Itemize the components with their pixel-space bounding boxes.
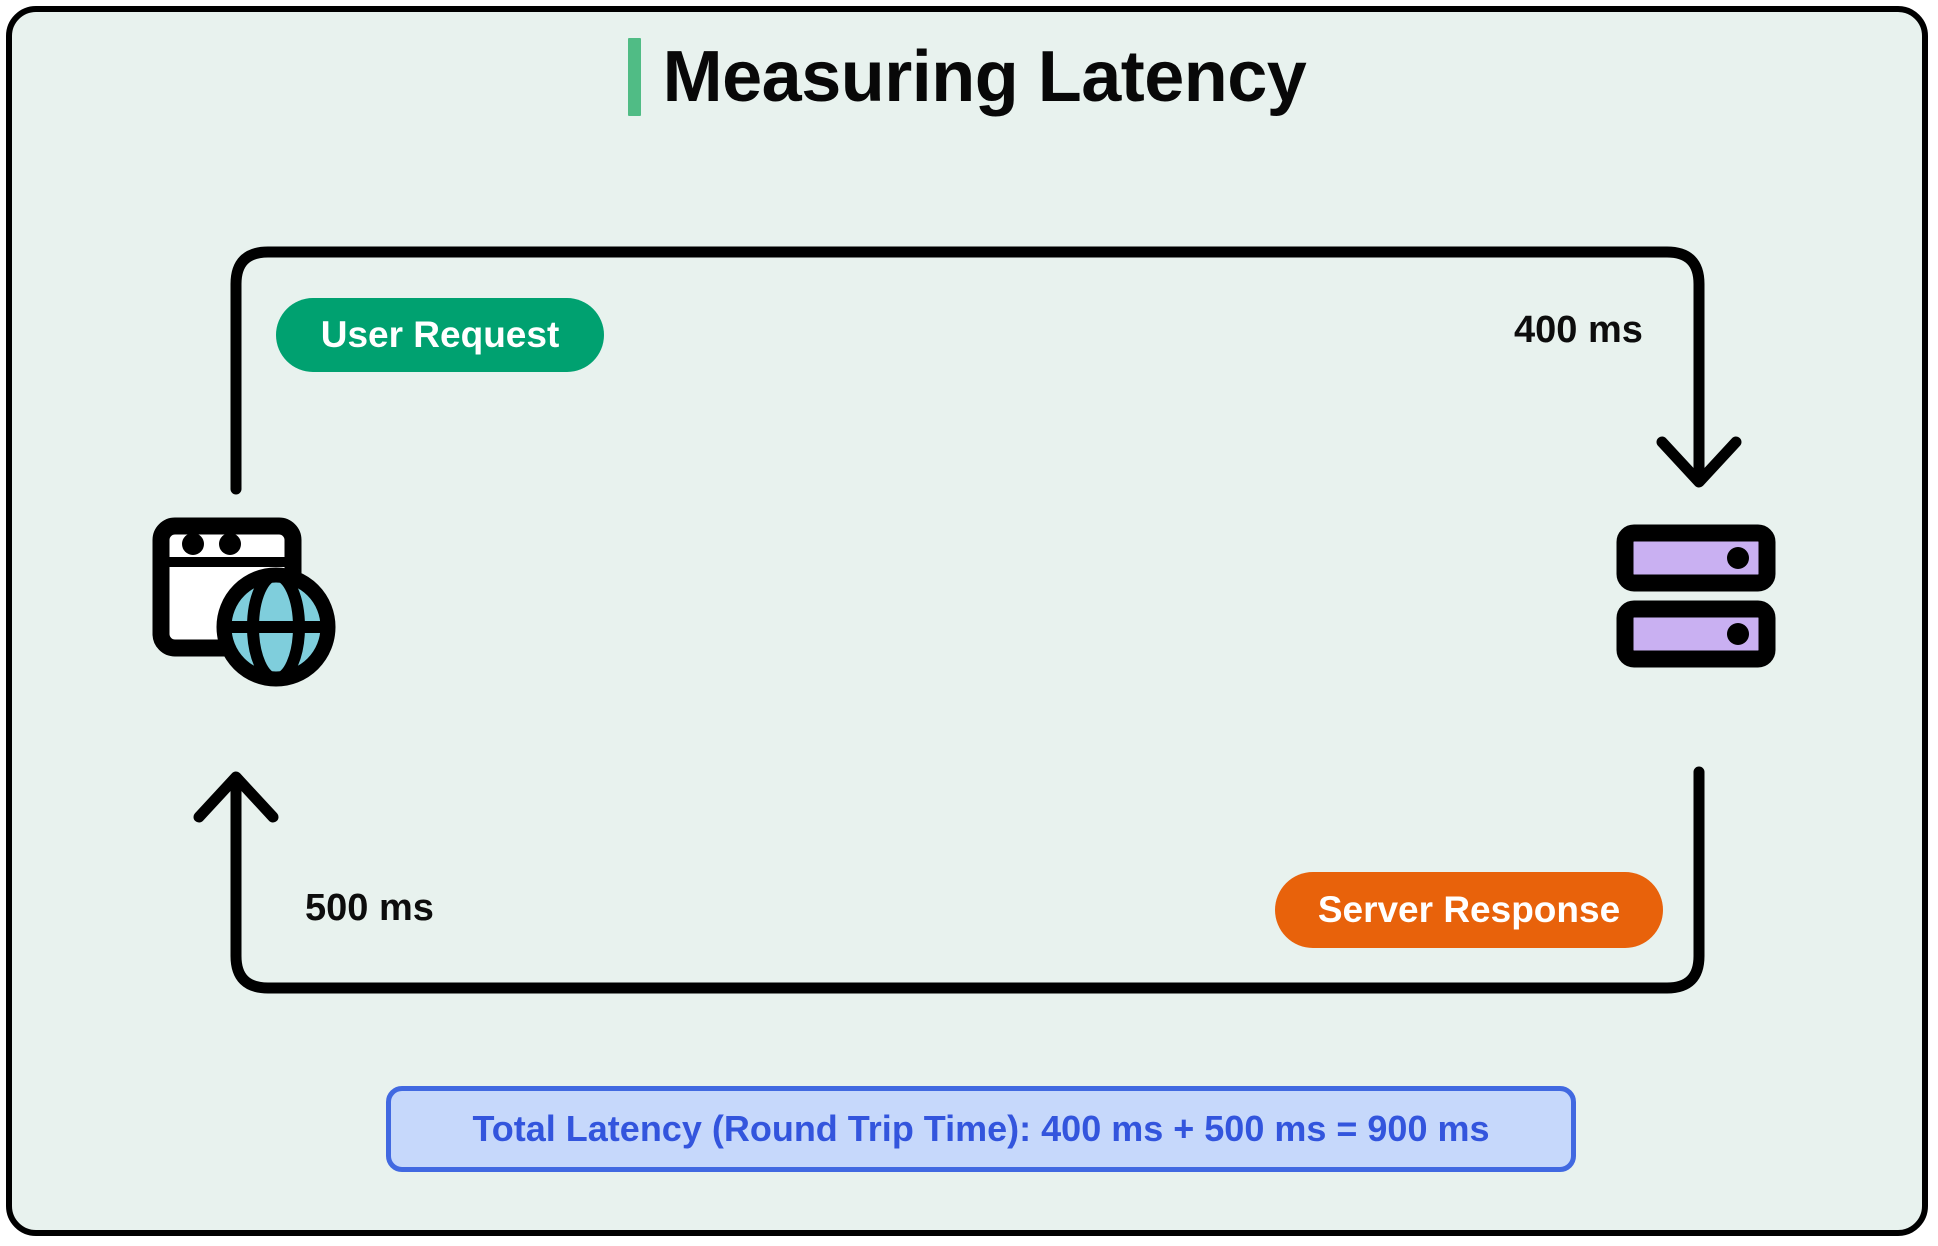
latency-label-response: 500 ms [305,887,434,929]
badge-user-request[interactable]: User Request [276,298,604,372]
total-latency-summary: Total Latency (Round Trip Time): 400 ms … [386,1086,1576,1172]
diagram-card: Measuring Latency User Request 400 ms [6,6,1928,1236]
latency-label-request: 400 ms [1514,309,1643,351]
title-accent-bar [627,38,641,116]
page-title: Measuring Latency [12,38,1922,116]
client-browser-globe-icon [152,517,352,687]
total-latency-text: Total Latency (Round Trip Time): 400 ms … [472,1108,1490,1149]
title-text: Measuring Latency [662,37,1307,117]
badge-server-response[interactable]: Server Response [1275,872,1663,948]
server-rack-icon [1616,524,1776,669]
